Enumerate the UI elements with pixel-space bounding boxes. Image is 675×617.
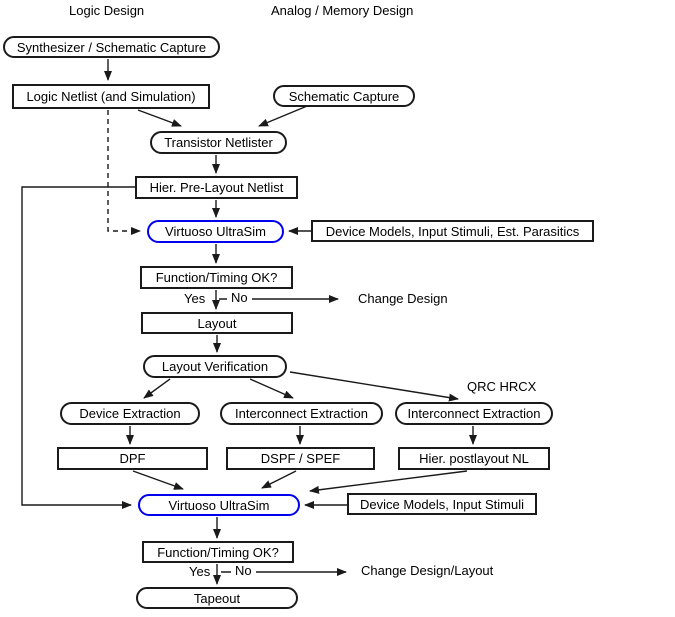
node-synthesizer-schematic-capture: Synthesizer / Schematic Capture [3,36,220,58]
arrow-logic-netlist-to-transistor-netlister [137,109,182,127]
node-layout: Layout [141,312,293,334]
label-change-design: Change Design [358,291,448,306]
arrow-layout-verification-to-interconnect-2 [289,371,459,402]
label-yes-1: Yes [184,291,206,306]
label-no-2: No [231,563,256,579]
node-hier-postlayout-nl: Hier. postlayout NL [398,447,550,470]
arrow-layout-verification-to-device-extraction [143,378,171,399]
arrow-dspf-to-ultrasim-2 [261,470,297,489]
node-virtuoso-ultrasim-1: Virtuoso UltraSim [147,220,284,243]
arrow-hier-postlayout-to-ultrasim-2 [309,470,468,494]
header-logic-design: Logic Design [69,3,145,18]
node-device-extraction: Device Extraction [60,402,200,425]
arrow-schematic-capture-to-transistor-netlister [258,103,313,127]
node-dspf-spef: DSPF / SPEF [226,447,375,470]
label-yes-2: Yes [189,564,211,579]
node-dpf: DPF [57,447,208,470]
node-transistor-netlister: Transistor Netlister [150,131,287,154]
node-tapeout: Tapeout [136,587,298,609]
node-device-models-2: Device Models, Input Stimuli [347,493,537,515]
arrow-feedback-hier-prelayout-to-ultrasim-2 [21,186,135,509]
node-hier-prelayout-netlist: Hier. Pre-Layout Netlist [135,176,298,199]
node-layout-verification: Layout Verification [143,355,287,378]
header-analog-memory-design: Analog / Memory Design [271,3,414,18]
node-interconnect-extraction-2: Interconnect Extraction [395,402,553,425]
node-logic-netlist: Logic Netlist (and Simulation) [12,84,210,109]
node-function-timing-1: Function/Timing OK? [140,266,293,289]
arrow-dashed-logic-netlist-to-ultrasim-1 [107,110,141,235]
node-schematic-capture: Schematic Capture [273,85,415,107]
node-virtuoso-ultrasim-2: Virtuoso UltraSim [138,494,300,516]
arrow-dpf-to-ultrasim-2 [132,470,184,490]
node-interconnect-extraction-1: Interconnect Extraction [220,402,383,425]
label-change-design-layout: Change Design/Layout [361,563,494,578]
label-qrc-hrcx: QRC HRCX [467,379,537,394]
node-device-models-1: Device Models, Input Stimuli, Est. Paras… [311,220,594,242]
arrow-layout-verification-to-interconnect-1 [249,378,294,399]
node-function-timing-2: Function/Timing OK? [142,541,294,563]
label-no-1: No [227,290,252,306]
